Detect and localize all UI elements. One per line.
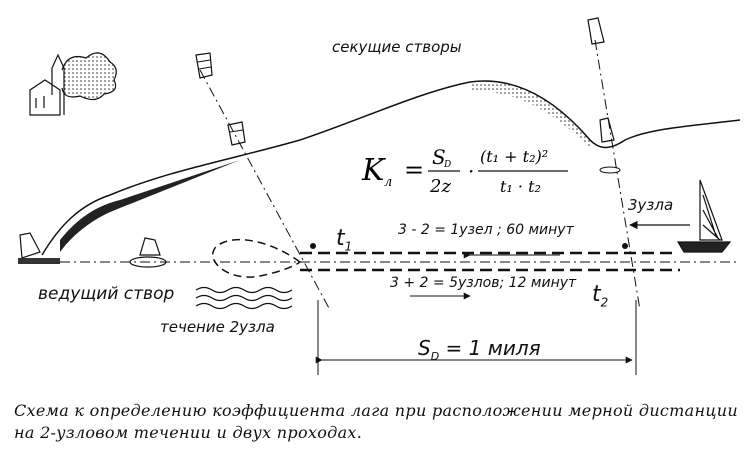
turn-loop [212, 238, 301, 278]
formula-den1: 2z [429, 176, 451, 197]
formula-lhs-sub: л [384, 175, 392, 190]
formula-num2: (t₁ + t₂)² [480, 147, 548, 166]
cutting-range-1 [195, 52, 331, 311]
distance-letter: S [418, 336, 431, 360]
t1-label: t1 [336, 226, 352, 253]
pass-2-label: 3 + 2 = 5узлов; 12 минут [390, 275, 577, 291]
formula-eq: = [404, 156, 424, 184]
t1-letter: t [336, 226, 345, 251]
cutting-range-2 [587, 17, 641, 311]
current-label: течение 2узла [160, 318, 275, 336]
pass-1-label: 3 - 2 = 1узел ; 60 минут [398, 222, 574, 238]
distance-label: SD = 1 миля [418, 336, 541, 363]
church-icon [29, 52, 117, 116]
leading-range-label: ведущий створ [38, 284, 175, 304]
formula-num1-sub: D [443, 160, 451, 170]
formula-dot: · [468, 159, 474, 183]
figure-caption: Схема к определению коэффициента лага пр… [14, 401, 739, 442]
formula-den2: t₁ · t₂ [500, 177, 541, 196]
measured-mile-diagram [18, 17, 741, 375]
t2-label: t2 [592, 282, 608, 309]
formula-svg: K л = S D 2z · (t₁ + t₂)² t₁ · t₂ [361, 145, 568, 197]
distance-value: = 1 миля [445, 336, 541, 360]
t2-marker [622, 243, 628, 249]
t2-subscript: 2 [600, 295, 609, 310]
t1-marker [310, 243, 316, 249]
formula-lhs: K [361, 153, 386, 188]
t2-letter: t [592, 282, 601, 307]
lag-coefficient-formula: K л = S D 2z · (t₁ + t₂)² t₁ · t₂ [360, 140, 660, 200]
current-waves [195, 286, 293, 310]
boat-speed-label: 3узла [628, 196, 674, 214]
t1-subscript: 1 [344, 239, 353, 254]
sailboat-icon [676, 179, 732, 253]
coastline [41, 80, 741, 256]
distance-subscript: D [430, 350, 440, 363]
distance-dimension [315, 300, 637, 375]
cutting-ranges-label: секущие створы [332, 38, 462, 56]
formula-num1: S [432, 145, 446, 169]
